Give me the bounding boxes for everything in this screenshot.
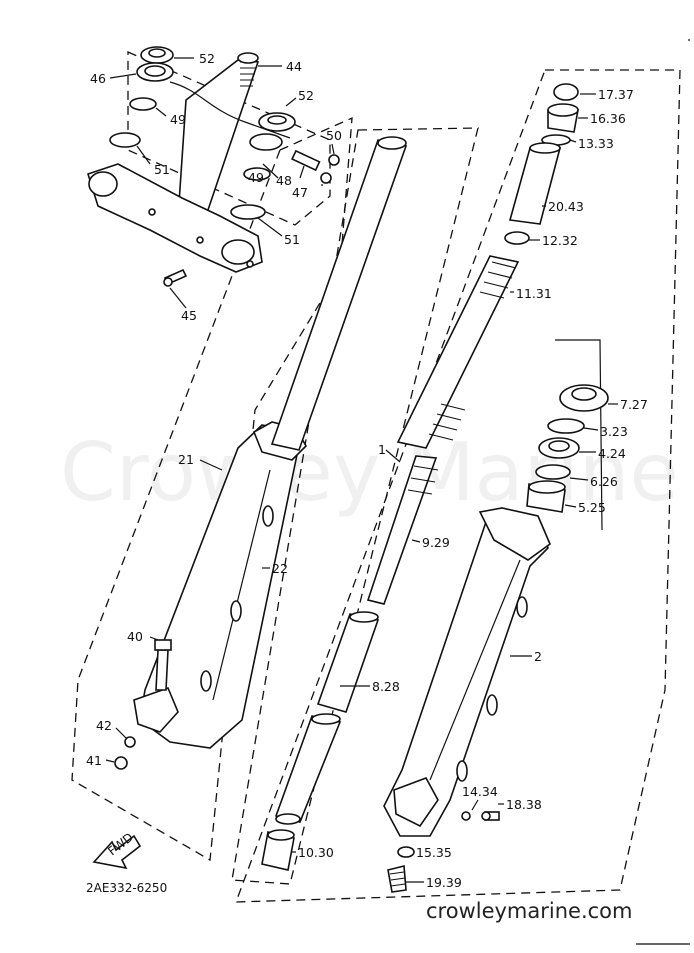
- callout-50: 50: [326, 128, 342, 143]
- diagram-code: 2AE332-6250: [86, 881, 167, 895]
- fitting-48-47: [291, 149, 332, 184]
- o-ring-49-right: [243, 167, 271, 181]
- callout-5-25: 5.25: [578, 500, 606, 515]
- callout-19-39: 19.39: [426, 875, 462, 890]
- steering-stem-44: [177, 52, 260, 220]
- bolt-18-38: [481, 811, 500, 821]
- callout-11-31: 11.31: [516, 286, 552, 301]
- washer-15-35: [397, 846, 415, 858]
- callout-47: 47: [292, 185, 308, 200]
- cap-bolt-17-37: [553, 83, 579, 101]
- damper-rod-9-29: [366, 455, 439, 605]
- seal-group-bracket: [555, 339, 603, 531]
- bushing-10-30: [261, 829, 295, 871]
- brake-hose-pipe: [169, 81, 291, 139]
- callout-12-32: 12.32: [542, 233, 578, 248]
- callout-2: 2: [534, 649, 542, 664]
- bolt-50: [328, 154, 340, 166]
- callout-14-34: 14.34: [462, 784, 498, 799]
- callout-7-27: 7.27: [620, 397, 648, 412]
- bolt-45: [163, 268, 188, 287]
- washer-6-26: [535, 464, 571, 480]
- callout-44: 44: [286, 59, 302, 74]
- spacer-16-36: [547, 103, 579, 133]
- dust-seal-7-27: [559, 384, 609, 412]
- bearing-seal-52-top: [140, 46, 174, 64]
- slide-metal-5-25: [526, 480, 566, 513]
- callout-22: 22: [272, 561, 288, 576]
- nut-41: [114, 756, 128, 770]
- callout-21: 21: [178, 452, 194, 467]
- callout-52-mid: 52: [298, 88, 314, 103]
- bolt-40: [154, 639, 172, 691]
- bearing-seal-52-mid: [258, 112, 296, 132]
- callout-18-38: 18.38: [506, 797, 542, 812]
- forward-arrow-icon: FWD: [92, 830, 142, 870]
- callout-41: 41: [86, 753, 102, 768]
- callout-45: 45: [181, 308, 197, 323]
- callout-3-23: 3.23: [600, 424, 628, 439]
- callout-52-top: 52: [199, 51, 215, 66]
- callout-51-left: 51: [154, 162, 170, 177]
- site-url: crowleymarine.com: [426, 899, 632, 923]
- washer-14-34: [461, 811, 471, 821]
- tube-sleeve: [274, 713, 342, 825]
- callout-17-37: 17.37: [598, 87, 634, 102]
- inner-fork-group-outline: [231, 127, 479, 885]
- lower-bracket: [87, 163, 263, 273]
- callout-51-right: 51: [284, 232, 300, 247]
- callout-16-36: 16.36: [590, 111, 626, 126]
- leader-lines: [105, 57, 618, 883]
- callout-13-33: 13.33: [578, 136, 614, 151]
- washer-42: [124, 736, 136, 748]
- bolt-19-39: [387, 864, 407, 893]
- o-ring-51-left: [109, 132, 141, 148]
- callout-49-left: 49: [170, 112, 186, 127]
- callout-9-29: 9.29: [422, 535, 450, 550]
- o-ring-49-left: [129, 97, 157, 111]
- washer-12-32: [504, 231, 530, 245]
- callout-8-28: 8.28: [372, 679, 400, 694]
- callout-15-35: 15.35: [416, 845, 452, 860]
- callout-1: 1: [378, 442, 386, 457]
- inner-tube-1: [270, 136, 408, 451]
- piston-8-28: [316, 611, 380, 713]
- callout-20-43: 20.43: [548, 199, 584, 214]
- outer-tube-right: [383, 507, 551, 837]
- callout-40: 40: [127, 629, 143, 644]
- callout-46: 46: [90, 71, 106, 86]
- callout-4-24: 4.24: [598, 446, 626, 461]
- callout-labels: 52 44 46 49 52 50 51 49 48 47 51 45 17.3…: [86, 51, 648, 890]
- callout-48: 48: [276, 173, 292, 188]
- collar-20-43: [508, 142, 562, 225]
- spring-11-31: [396, 255, 520, 449]
- bearing-race: [249, 133, 283, 151]
- callout-6-26: 6.26: [590, 474, 618, 489]
- steering-group-outline: [127, 51, 331, 226]
- callout-49-right: 49: [248, 170, 264, 185]
- oil-seal-4-24: [538, 437, 580, 459]
- o-ring-51-right: [230, 204, 266, 220]
- callout-42: 42: [96, 718, 112, 733]
- bearing-46: [136, 62, 174, 82]
- right-fork-group-outline: [235, 69, 681, 903]
- clip-3-23: [547, 418, 585, 434]
- callout-10-30: 10.30: [298, 845, 334, 860]
